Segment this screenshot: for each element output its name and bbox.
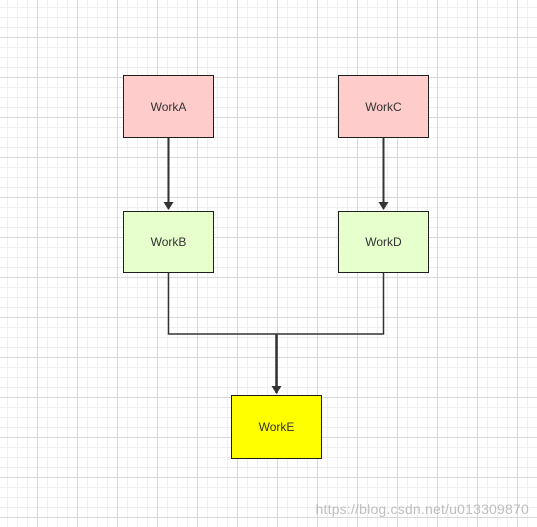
watermark: https://blog.csdn.net/u013309870: [315, 501, 529, 517]
node-worke[interactable]: WorkE: [231, 395, 322, 459]
node-workd-label: WorkD: [365, 235, 402, 249]
edge-workb-merge: [167, 273, 277, 335]
node-workc[interactable]: WorkC: [338, 75, 429, 138]
edge-workd-merge: [276, 273, 385, 335]
node-workb[interactable]: WorkB: [123, 211, 214, 273]
node-worka-label: WorkA: [150, 99, 187, 114]
node-workc-label: WorkC: [365, 99, 402, 114]
node-worke-label: WorkE: [258, 420, 295, 434]
node-workd[interactable]: WorkD: [338, 211, 429, 273]
node-worka[interactable]: WorkA: [123, 75, 214, 138]
node-workb-label: WorkB: [150, 235, 187, 249]
